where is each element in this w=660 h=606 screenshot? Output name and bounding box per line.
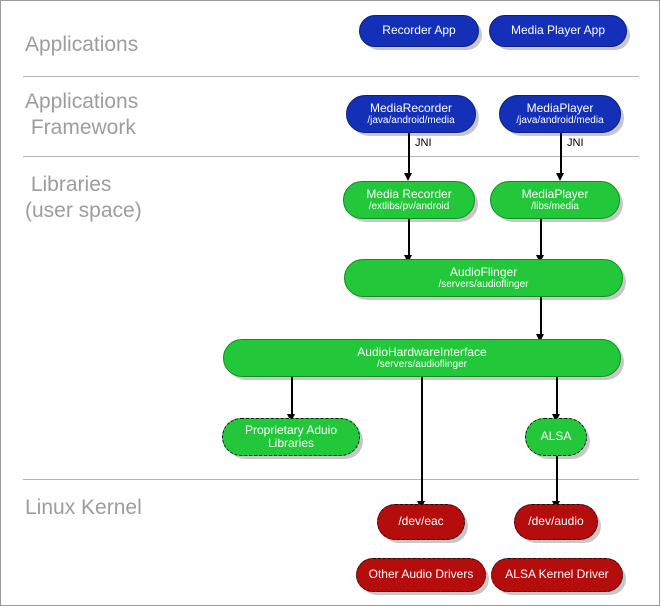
layer-label-libraries: Libraries (user space) <box>25 173 142 222</box>
connector-media-recorder-to-audioflinger <box>408 219 410 257</box>
node-mediaplayer-lib-path: /libs/media <box>531 201 579 213</box>
node-audiohardwareinterface-path: /servers/audioflinger <box>376 359 468 371</box>
node-dev-audio[interactable]: /dev/audio <box>514 504 598 540</box>
node-recorder-app[interactable]: Recorder App <box>359 15 479 47</box>
divider-framework <box>23 156 639 157</box>
node-proprietary-audio-libraries-title: Proprietary Aduio <box>244 422 338 437</box>
node-dev-audio-title: /dev/audio <box>528 514 584 529</box>
connector-mediarecorder-jni <box>408 133 410 175</box>
node-recorder-app-title: Recorder App <box>382 23 456 38</box>
connector-ahi-to-alsa <box>556 377 558 417</box>
node-media-recorder-lib-title: Media Recorder <box>366 186 452 201</box>
connector-audioflinger-to-ahi <box>540 297 542 337</box>
edge-label-jni-player: JNI <box>567 137 584 149</box>
node-mediarecorder-framework-path: /java/android/media <box>367 115 455 127</box>
node-mediaplayer-framework[interactable]: MediaPlayer /java/android/media <box>499 95 621 133</box>
node-proprietary-audio-libraries-subtitle: Libraries <box>267 436 315 450</box>
layer-label-linux-kernel: Linux Kernel <box>25 496 142 519</box>
layer-label-applications: Applications <box>25 33 139 56</box>
node-alsa-kernel-driver[interactable]: ALSA Kernel Driver <box>491 558 623 592</box>
arrowhead-mediarecorder-jni <box>404 173 412 181</box>
connector-mediaplayer-to-audioflinger <box>540 219 542 257</box>
node-alsa-kernel-driver-title: ALSA Kernel Driver <box>505 567 609 582</box>
node-mediaplayer-framework-title: MediaPlayer <box>526 100 594 115</box>
node-mediarecorder-framework-title: MediaRecorder <box>369 100 453 115</box>
node-audioflinger-title: AudioFlinger <box>449 264 518 279</box>
node-alsa-title: ALSA <box>540 429 572 444</box>
connector-mediaplayer-jni <box>560 133 562 175</box>
node-mediaplayer-framework-path: /java/android/media <box>516 115 604 127</box>
node-media-player-app-title: Media Player App <box>510 23 606 38</box>
node-mediarecorder-framework[interactable]: MediaRecorder /java/android/media <box>346 95 476 133</box>
arrowhead-mediaplayer-jni <box>556 173 564 181</box>
node-dev-eac[interactable]: /dev/eac <box>377 504 465 540</box>
node-other-audio-drivers[interactable]: Other Audio Drivers <box>356 558 486 592</box>
connector-ahi-to-dev-eac <box>421 377 423 504</box>
node-other-audio-drivers-title: Other Audio Drivers <box>368 567 474 582</box>
connector-alsa-to-dev-audio <box>556 456 558 504</box>
node-audioflinger[interactable]: AudioFlinger /servers/audioflinger <box>344 259 623 297</box>
connector-ahi-to-proprietary <box>291 377 293 417</box>
node-mediaplayer-lib-title: MediaPlayer <box>521 186 589 201</box>
node-mediaplayer-lib[interactable]: MediaPlayer /libs/media <box>490 181 620 219</box>
divider-applications <box>23 76 639 77</box>
node-audiohardwareinterface-title: AudioHardwareInterface <box>357 344 487 359</box>
node-dev-eac-title: /dev/eac <box>398 514 444 529</box>
node-media-recorder-lib-path: /extlibs/pv/android <box>368 201 450 213</box>
node-audioflinger-path: /servers/audioflinger <box>438 279 529 291</box>
layer-label-applications-framework: Applications Framework <box>25 90 139 139</box>
edge-label-jni-recorder: JNI <box>415 137 432 149</box>
node-alsa[interactable]: ALSA <box>525 418 587 456</box>
node-media-recorder-lib[interactable]: Media Recorder /extlibs/pv/android <box>343 181 475 219</box>
divider-libraries <box>23 479 639 480</box>
arrowhead-audioflinger-to-ahi <box>536 334 544 342</box>
node-proprietary-audio-libraries[interactable]: Proprietary Aduio Libraries <box>222 418 360 456</box>
node-audiohardwareinterface[interactable]: AudioHardwareInterface /servers/audiofli… <box>223 339 621 377</box>
node-media-player-app[interactable]: Media Player App <box>489 15 627 47</box>
